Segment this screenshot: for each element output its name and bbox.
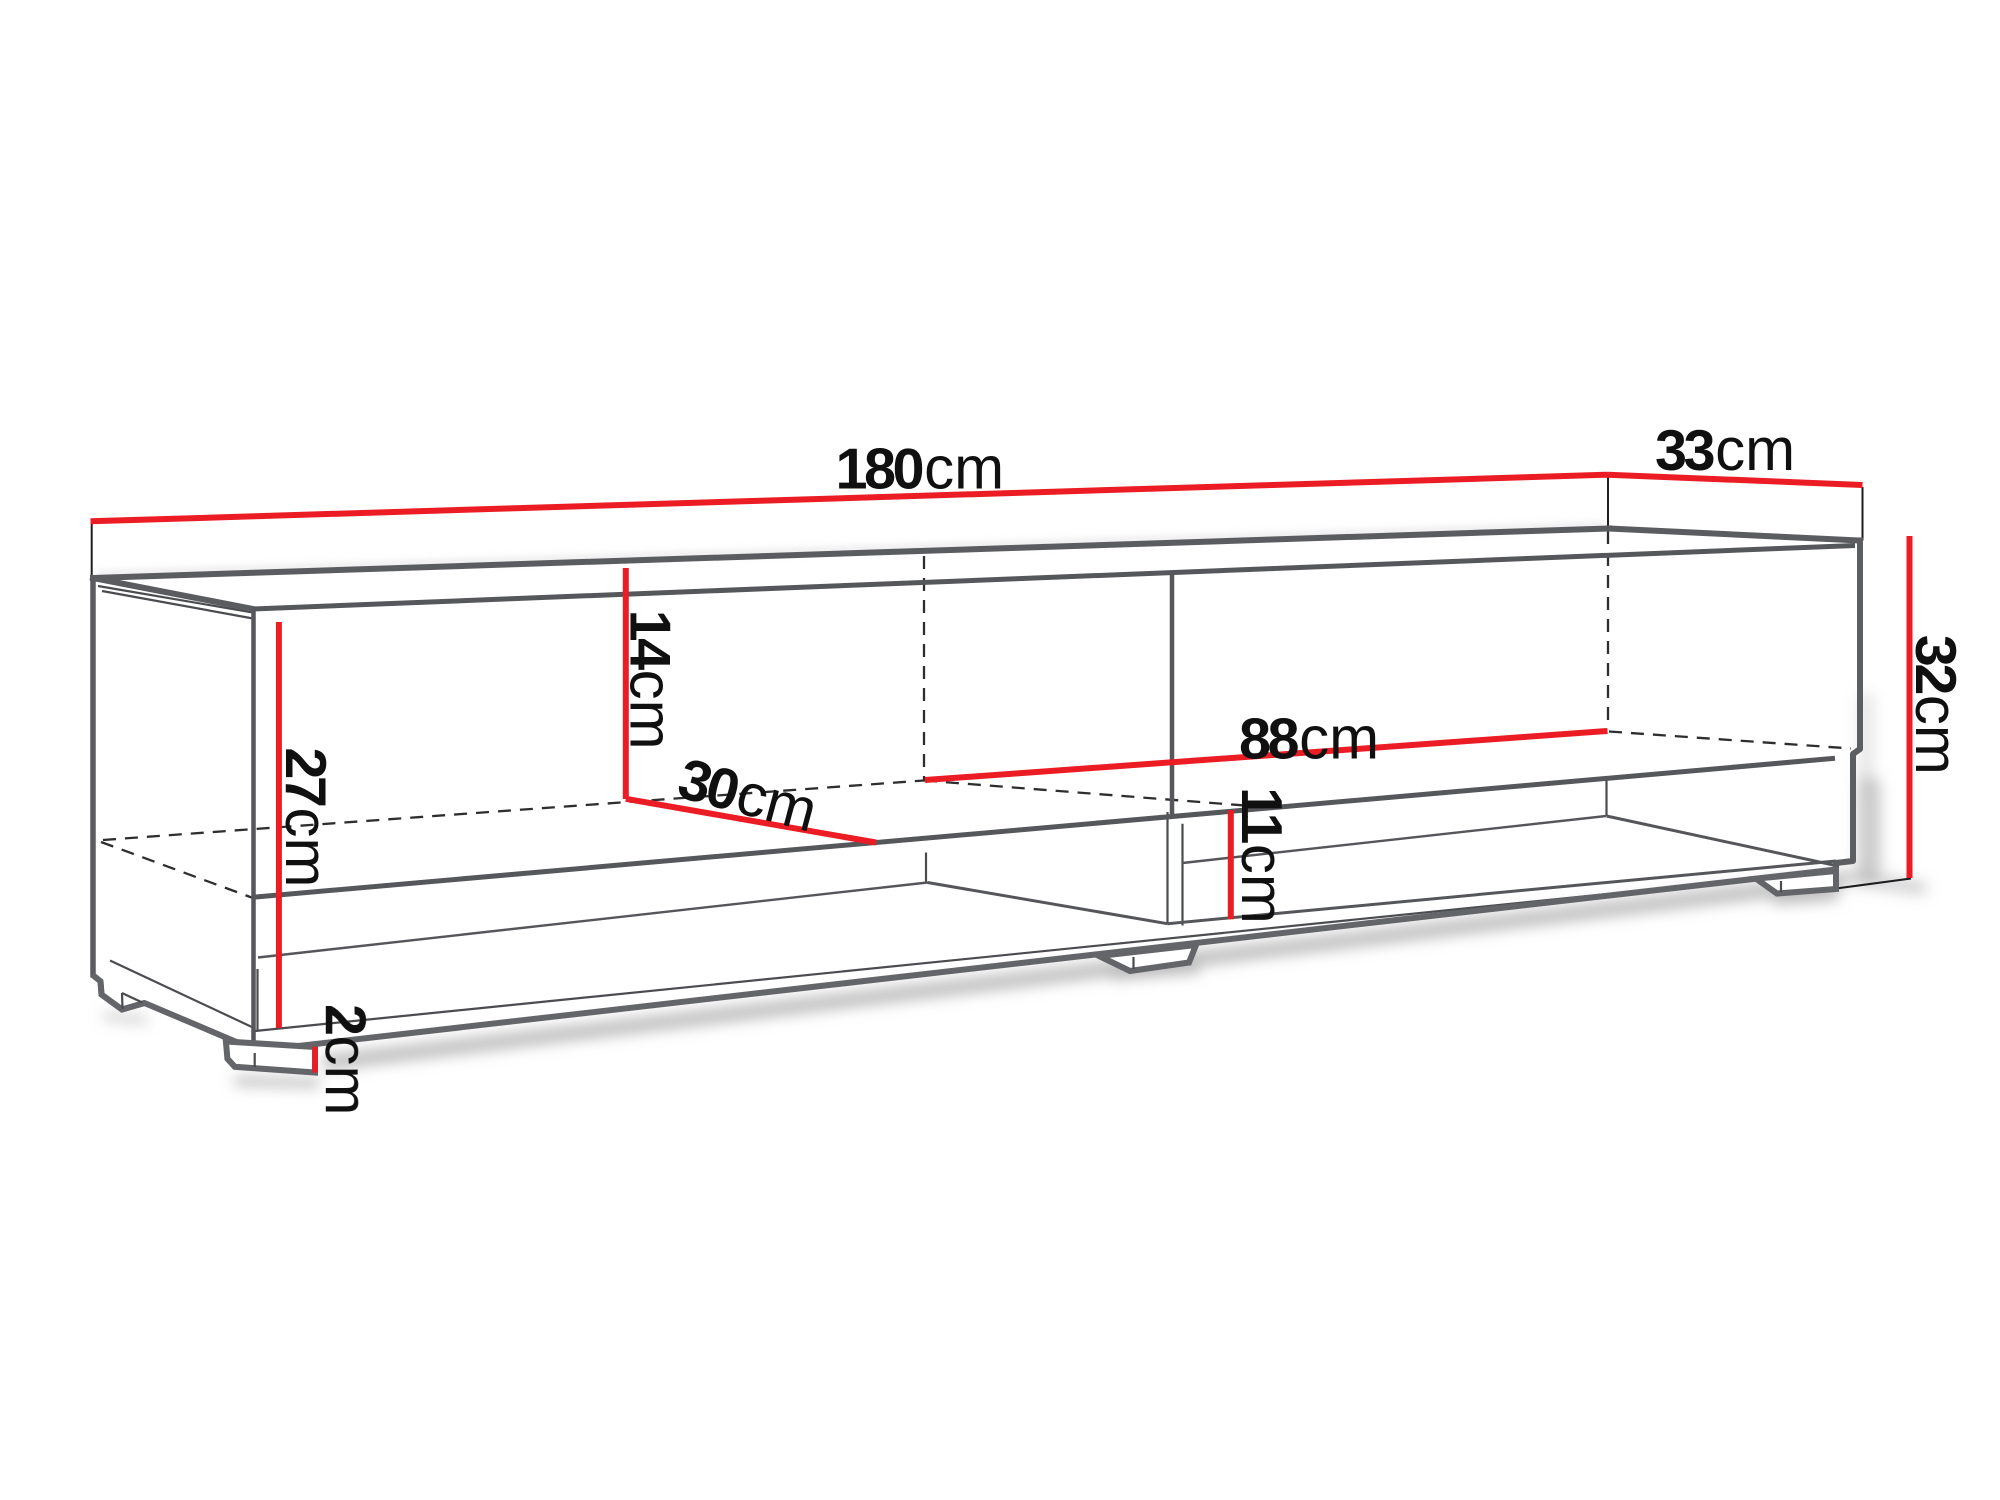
svg-text:11cm: 11cm: [1229, 787, 1296, 924]
svg-text:2cm: 2cm: [313, 1004, 380, 1116]
svg-text:180cm: 180cm: [836, 435, 1005, 502]
svg-text:27cm: 27cm: [273, 747, 340, 887]
svg-text:33cm: 33cm: [1655, 416, 1795, 483]
svg-text:32cm: 32cm: [1903, 635, 1970, 775]
svg-text:30cm: 30cm: [672, 744, 825, 845]
svg-text:88cm: 88cm: [1239, 705, 1379, 772]
svg-text:14cm: 14cm: [618, 610, 685, 750]
